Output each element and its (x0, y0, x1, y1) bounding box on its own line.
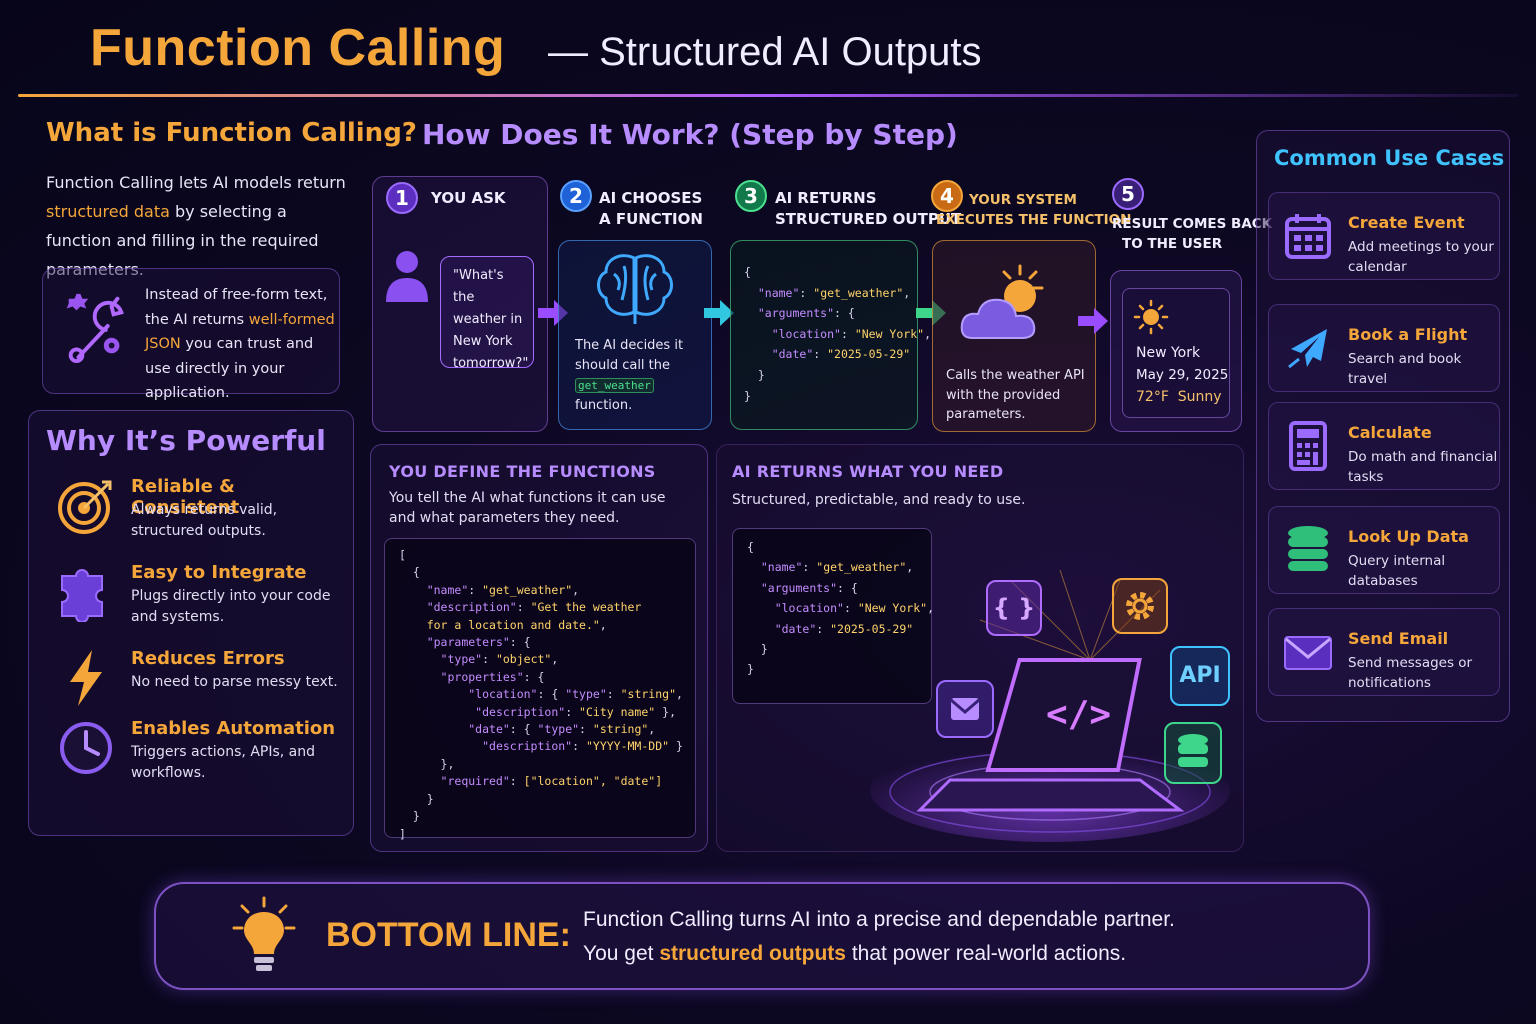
steps-title: How Does It Work? (Step by Step) (422, 118, 958, 151)
use-case-book-flight: Book a Flight Search and book travel (1268, 304, 1500, 392)
define-desc: You tell the AI what functions it can us… (389, 490, 666, 526)
clock-icon (60, 722, 112, 774)
returns-desc: Structured, predictable, and ready to us… (732, 492, 1026, 508)
tools-icon (66, 293, 124, 364)
why-item-title: Easy to Integrate (131, 562, 307, 583)
why-item-title: Reliable & Consistent (131, 476, 240, 518)
why-title: Why It’s Powerful (46, 424, 326, 457)
code-icon: </> (1046, 694, 1112, 735)
step-4-desc: Calls the weather API with the provided … (946, 368, 1085, 422)
bottom-line-banner (154, 882, 1370, 990)
returns-title: AI RETURNS WHAT YOU NEED (732, 462, 1004, 481)
step-3-json: { "name": "get_weather", "arguments": { … (744, 265, 931, 403)
database-icon (1288, 526, 1328, 571)
what-is-title: What is Function Calling? (46, 118, 417, 148)
json-callout-text: Instead of free-form text, the AI return… (145, 287, 335, 401)
airplane-icon (1288, 329, 1327, 369)
calendar-icon (1285, 214, 1331, 259)
use-case-title: Send Email (1348, 629, 1449, 648)
weather-result: 72°F Sunny (1136, 389, 1222, 405)
page-title: Function Calling (90, 19, 506, 77)
returned-json-code: { "name": "get_weather", "arguments": { … (732, 528, 934, 704)
function-name-chip: get_weather (575, 378, 654, 393)
braces-icon: { } (986, 580, 1042, 636)
step-2-number: 2 (560, 180, 592, 212)
weather-icon (960, 264, 1044, 339)
question-bubble: "What's the weather in New York tomorrow… (440, 256, 534, 371)
use-case-desc: Query internal databases (1348, 553, 1446, 589)
use-case-calculate: Calculate Do math and financial tasks (1268, 402, 1500, 490)
step-2-desc: The AI decides it should call the get_we… (575, 338, 684, 413)
step-4-number: 4 (931, 180, 963, 212)
why-item-automation: Enables Automation Triggers actions, API… (56, 718, 346, 788)
arrow-right-icon (1078, 308, 1108, 334)
lightning-icon (70, 650, 102, 706)
step-3-panel (730, 240, 918, 430)
use-case-send-email: Send Email Send messages or notification… (1268, 608, 1500, 696)
why-item-desc: No need to parse messy text. (131, 674, 338, 690)
function-schema-code: [ { "name": "get_weather", "description"… (384, 538, 696, 841)
target-icon (58, 480, 112, 534)
weather-city: New York (1136, 345, 1201, 361)
use-case-desc: Add meetings to your calendar (1348, 239, 1494, 275)
laptop-illustration (870, 569, 1230, 842)
why-item-integrate: Easy to Integrate Plugs directly into yo… (56, 562, 346, 632)
use-case-look-up-data: Look Up Data Query internal databases (1268, 506, 1500, 594)
database-icon (1164, 722, 1222, 784)
use-case-title: Create Event (1348, 213, 1465, 232)
weather-card: New York May 29, 2025 72°F Sunny (1122, 288, 1230, 418)
use-case-title: Book a Flight (1348, 325, 1468, 344)
sun-icon (1133, 299, 1169, 335)
step-3-number: 3 (735, 180, 767, 212)
bottom-line-text: Function Calling turns AI into a precise… (583, 908, 1175, 965)
why-item-desc: Plugs directly into your code and system… (131, 588, 331, 625)
why-item-title: Enables Automation (131, 718, 336, 739)
what-is-text: Function Calling lets AI models return s… (46, 173, 346, 279)
use-case-create-event: Create Event Add meetings to your calend… (1268, 192, 1500, 280)
api-icon: API (1170, 646, 1230, 706)
why-item-reliable: Reliable & Consistent Always returns val… (56, 476, 346, 546)
use-case-desc: Search and book travel (1348, 351, 1462, 387)
step-5-number: 5 (1112, 178, 1144, 210)
use-case-desc: Send messages or notifications (1348, 655, 1473, 691)
define-title: YOU DEFINE THE FUNCTIONS (389, 462, 656, 481)
weather-date: May 29, 2025 (1136, 367, 1229, 383)
bottom-line-label: BOTTOM LINE: (326, 916, 571, 954)
why-item-title: Reduces Errors (131, 648, 285, 669)
envelope-icon (1284, 636, 1332, 670)
brain-icon (597, 254, 673, 324)
title-divider (18, 94, 1518, 97)
why-item-desc: Triggers actions, APIs, and workflows. (131, 744, 315, 781)
gear-icon (1112, 578, 1168, 634)
person-icon (386, 251, 428, 302)
puzzle-icon (61, 569, 103, 622)
arrow-right-icon (704, 300, 734, 326)
step-1-label: YOU ASK (431, 189, 506, 207)
lightbulb-icon (232, 896, 296, 971)
use-case-title: Look Up Data (1348, 527, 1469, 546)
use-case-title: Calculate (1348, 423, 1432, 442)
step-1-number: 1 (386, 182, 418, 214)
use-case-desc: Do math and financial tasks (1348, 449, 1498, 485)
mail-icon (936, 680, 994, 738)
why-item-errors: Reduces Errors No need to parse messy te… (56, 648, 346, 718)
json-callout: Instead of free-form text, the AI return… (42, 268, 340, 401)
use-cases-title: Common Use Cases (1274, 146, 1505, 170)
why-item-desc: Always returns valid, structured outputs… (131, 502, 278, 539)
page-subtitle: — Structured AI Outputs (548, 30, 982, 74)
calculator-icon (1289, 421, 1327, 471)
